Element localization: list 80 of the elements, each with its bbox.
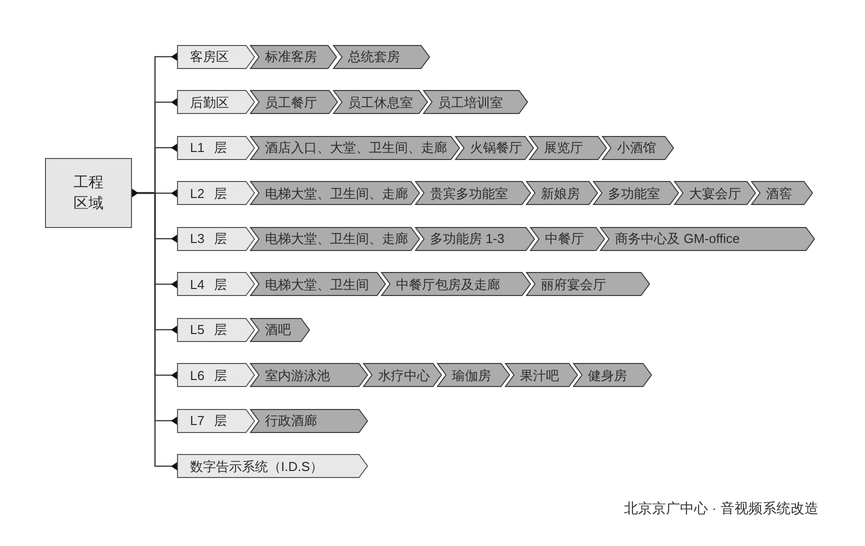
chevron-step: [423, 90, 528, 114]
chevron-step: [526, 272, 650, 296]
node-label: 展览厅: [544, 140, 583, 156]
chevron-step: [593, 181, 679, 206]
node-label: 贵宾多功能室: [430, 186, 508, 201]
category-tab: [177, 318, 255, 342]
chevron-step: [250, 44, 337, 69]
node-label: L6 层: [190, 368, 228, 383]
node-label: L5 层: [190, 322, 228, 338]
node-label: 小酒馆: [617, 140, 656, 156]
chevron-step: [250, 226, 420, 251]
node-label: L1 层: [190, 140, 228, 156]
node-label: L2 层: [190, 186, 228, 201]
chevron-step: [602, 136, 674, 160]
chevron-step: [250, 90, 338, 114]
node-label: 工程区域: [74, 173, 104, 214]
connector-line: [132, 189, 177, 470]
node-label: 多功能室: [608, 186, 660, 201]
chevron-step: [751, 181, 813, 206]
chevron-step: [250, 408, 368, 433]
node-label: 酒店入口、大堂、卫生间、走廊: [265, 140, 447, 156]
category-tab: [177, 90, 255, 114]
chevron-step: [381, 272, 531, 296]
chevron-step: [674, 181, 756, 206]
node-label: L3 层: [190, 231, 228, 246]
node-label: 酒窖: [766, 186, 792, 201]
node-label: 丽府宴会厅: [541, 276, 606, 292]
chevron-step: [250, 181, 420, 206]
node-label: 员工休息室: [348, 94, 413, 110]
chevron-step: [530, 226, 605, 251]
node-label: 新娘房: [541, 186, 580, 201]
chevron-step: [250, 318, 310, 342]
node-label: 中餐厅包房及走廊: [396, 276, 500, 292]
node-label: 瑜伽房: [452, 368, 491, 383]
node-label: 客房区: [190, 49, 229, 64]
category-tab: [177, 136, 255, 160]
chevron-step: [250, 272, 386, 296]
node-label: 电梯大堂、卫生间、走廊: [265, 231, 408, 246]
node-label: 数字告示系统（I.D.S）: [190, 458, 323, 474]
chevron-step: [415, 181, 531, 206]
category-tab: [177, 272, 255, 296]
node-label: 果汁吧: [520, 368, 559, 383]
category-tab: [177, 226, 255, 251]
node-label: 电梯大堂、卫生间: [265, 276, 369, 292]
node-label: 室内游泳池: [265, 368, 330, 383]
node-label: 水疗中心: [378, 368, 430, 383]
category-tab: [177, 408, 255, 433]
node-label: 员工餐厅: [265, 94, 317, 110]
node-label: 总统套房: [348, 49, 400, 64]
caption: 北京京广中心 · 音视频系统改造: [624, 499, 818, 517]
chevron-step: [333, 44, 430, 69]
chevron-step: [415, 226, 535, 251]
chevron-step: [573, 363, 652, 388]
chevron-step: [437, 363, 510, 388]
chevron-step: [333, 90, 428, 114]
category-tab: [177, 44, 255, 69]
node-label: 电梯大堂、卫生间、走廊: [265, 186, 408, 201]
chevron-step: [455, 136, 534, 160]
category-tab: [177, 181, 255, 206]
node-label: L4 层: [190, 276, 228, 292]
node-label: 火锅餐厅: [470, 140, 522, 156]
category-tab: [177, 363, 255, 388]
node-label: 多功能房 1-3: [430, 231, 504, 246]
chevron-step: [526, 181, 598, 206]
node-label: 健身房: [588, 368, 627, 383]
node-label: 酒吧: [265, 322, 291, 338]
node-label: L7 层: [190, 413, 228, 428]
node-label: 中餐厅: [545, 231, 584, 246]
node-label: 标准客房: [265, 49, 317, 64]
chevron-step: [505, 363, 578, 388]
chevron-step: [529, 136, 607, 160]
node-label: 大宴会厅: [689, 186, 741, 201]
node-label: 后勤区: [190, 94, 229, 110]
node-label: 员工培训室: [438, 94, 503, 110]
chevron-step: [363, 363, 442, 388]
node-label: 行政酒廊: [265, 413, 317, 428]
area-box: [45, 158, 132, 228]
chevron-step: [250, 363, 368, 388]
category-tab: [177, 454, 368, 478]
node-label: 商务中心及 GM-office: [615, 231, 740, 246]
